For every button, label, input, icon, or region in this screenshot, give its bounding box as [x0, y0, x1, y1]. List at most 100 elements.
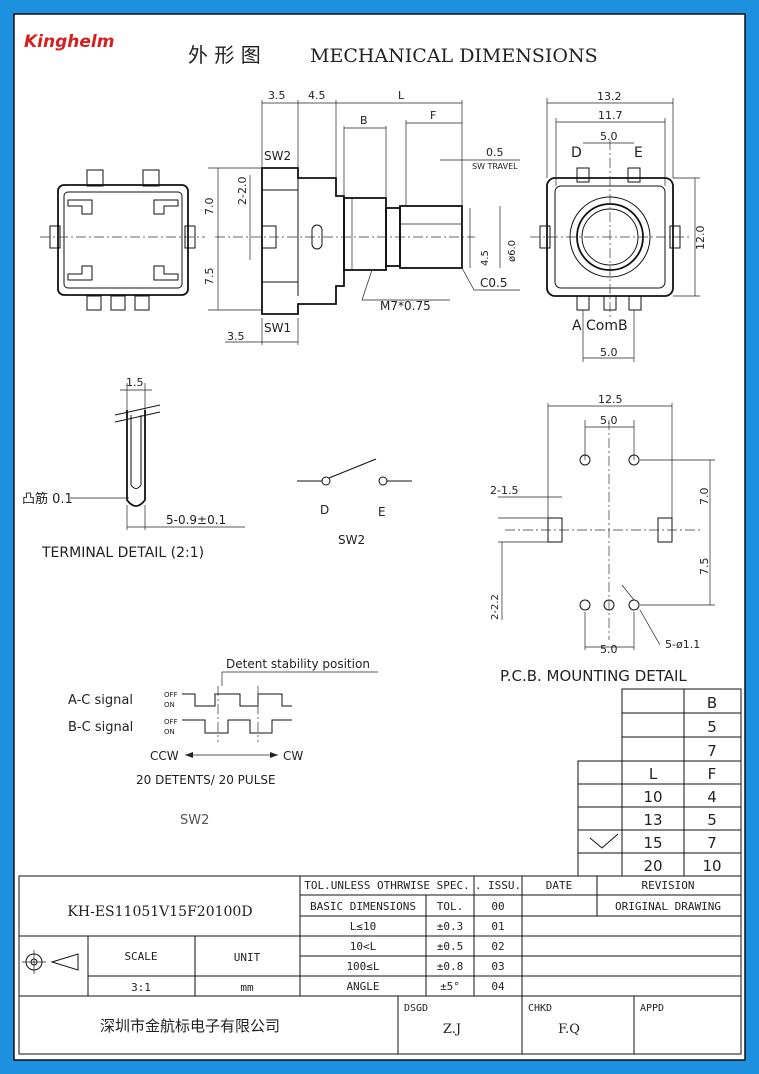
title-en: MECHANICAL DIMENSIONS	[310, 45, 598, 67]
pin-D: D	[571, 145, 582, 161]
company-name: 深圳市金航标电子有限公司	[100, 1017, 280, 1035]
drawing-border	[13, 13, 746, 1061]
top-view	[40, 169, 205, 311]
switch-symbol: D E SW2	[297, 458, 412, 547]
pcb-5-0-top: 5.0	[600, 414, 618, 427]
dsgd-label: DSGD	[404, 1003, 428, 1014]
dim-13-2: 13.2	[597, 90, 622, 103]
tol-value: ±0.3	[437, 920, 464, 933]
tol-issu: 04	[491, 980, 505, 993]
pcb-slot: 2-1.5	[490, 484, 518, 497]
title-cn: 外 形 图	[188, 43, 261, 67]
unit-value: mm	[240, 981, 254, 994]
pcb-12-5: 12.5	[598, 393, 623, 406]
b-value-1: 5	[707, 718, 717, 736]
dim-5-0-bottom: 5.0	[600, 346, 618, 359]
timing-sw2-label: SW2	[180, 813, 209, 828]
pins-A-Com-B: A ComB	[572, 318, 628, 334]
terminal-width: 1.5	[126, 376, 144, 389]
f-value: 4	[707, 788, 717, 806]
switch-D: D	[320, 503, 329, 517]
l-value: 13	[643, 811, 662, 829]
timing-diagram: Detent stability position A-C signal B-C…	[68, 657, 378, 828]
chamfer-label: C0.5	[480, 276, 507, 290]
front-view: 13.2 11.7 5.0 D E 12.0 A ComB 5.0	[530, 90, 707, 362]
projection-symbol-icon	[22, 950, 79, 974]
sw2-label: SW2	[264, 149, 291, 163]
l-value: 20	[643, 857, 662, 875]
chkd-label: CHKD	[528, 1003, 552, 1014]
dim-6-0-shaft: ø6.0	[507, 240, 518, 262]
thread-label: M7*0.75	[380, 299, 431, 313]
cw-label: CW	[283, 749, 303, 763]
dim-12-0: 12.0	[694, 226, 707, 251]
sw1-label: SW1	[264, 321, 291, 335]
unit-label: UNIT	[234, 951, 261, 964]
a-on: ON	[164, 701, 175, 709]
ccw-label: CCW	[150, 749, 179, 763]
pin-E: E	[634, 145, 643, 161]
dim-4-5-shaft: 4.5	[480, 250, 491, 266]
f-value: 10	[702, 857, 721, 875]
switch-E: E	[378, 505, 386, 519]
b-c-signal-label: B-C signal	[68, 720, 133, 735]
dim-7-0: 7.0	[203, 198, 216, 216]
l-header: L	[649, 765, 658, 783]
pcb-5-0-bottom: 5.0	[600, 643, 618, 656]
scale-value: 3:1	[131, 981, 151, 994]
dim-2-2-0: 2-2.0	[236, 177, 249, 205]
tol-dim: 10<L	[350, 940, 377, 953]
detents-label: 20 DETENTS/ 20 PULSE	[136, 773, 276, 787]
b-off: OFF	[164, 718, 178, 726]
dsgd-value: Z.J	[443, 1022, 461, 1037]
terminal-rib-label: 凸筋 0.1	[22, 491, 73, 507]
revision-header: REVISION	[642, 879, 695, 892]
scale-label: SCALE	[124, 950, 157, 963]
tol-col-header: TOL.	[437, 900, 464, 913]
tol-issu: 03	[491, 960, 504, 973]
date-header: DATE	[546, 879, 573, 892]
terminal-pin-label: 5-0.9±0.1	[166, 513, 226, 527]
appd-label: APPD	[640, 1003, 664, 1014]
tol-issu: 02	[491, 940, 504, 953]
dim-11-7: 11.7	[598, 109, 623, 122]
tol-dim: ANGLE	[346, 980, 379, 993]
tol-dim: 100≤L	[346, 960, 379, 973]
f-value: 5	[707, 811, 717, 829]
l-value: 10	[643, 788, 662, 806]
sw-travel-label: SW TRAVEL	[472, 162, 518, 171]
dim-3-5-bottom: 3.5	[227, 330, 245, 343]
detent-label: Detent stability position	[226, 657, 370, 671]
pcb-slot2: 2-2.2	[490, 594, 501, 620]
a-c-signal-label: A-C signal	[68, 693, 133, 708]
tol-header: TOL.UNLESS OTHRWISE SPEC.	[304, 879, 470, 892]
dim-4-5: 4.5	[308, 89, 326, 102]
part-number: KH-ES11051V15F20100D	[67, 904, 252, 920]
pcb-7-5: 7.5	[698, 558, 711, 576]
pcb-mounting-detail: 12.5 5.0 2-1.5 7.0 7.5 2-2.2 5.0 5-ø1.1 …	[490, 393, 715, 685]
terminal-detail-title: TERMINAL DETAIL (2:1)	[41, 545, 204, 561]
tol-dim: L≤10	[350, 920, 377, 933]
dim-L: L	[398, 89, 405, 102]
tol-issu: 01	[491, 920, 504, 933]
dim-travel: 0.5	[486, 146, 504, 159]
pcb-holes: 5-ø1.1	[665, 638, 700, 651]
dim-5-0-top: 5.0	[600, 130, 618, 143]
basic-dimensions-header: BASIC DIMENSIONS	[310, 900, 416, 913]
switch-label: SW2	[338, 533, 365, 547]
f-value: 7	[707, 834, 717, 852]
tol-value: ±0.5	[437, 940, 464, 953]
b-on: ON	[164, 728, 175, 736]
a-off: OFF	[164, 691, 178, 699]
original-drawing: ORIGINAL DRAWING	[615, 900, 721, 913]
issu-header: . ISSU.	[475, 879, 521, 892]
l-value: 15	[643, 834, 662, 852]
dim-3-5: 3.5	[268, 89, 286, 102]
chkd-value: F.Q	[558, 1022, 580, 1037]
b-value-2: 7	[707, 742, 717, 760]
dim-F: F	[430, 109, 436, 122]
pcb-7-0: 7.0	[698, 488, 711, 506]
kinghelm-logo: Kinghelm	[24, 32, 114, 52]
tol-value: ±0.8	[437, 960, 464, 973]
